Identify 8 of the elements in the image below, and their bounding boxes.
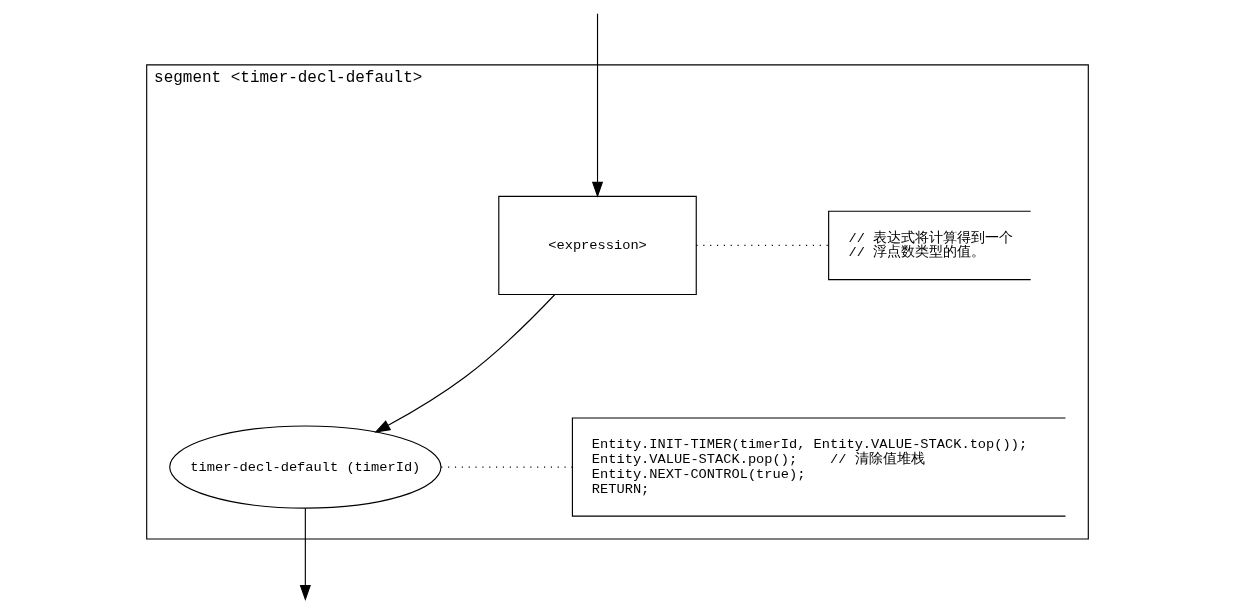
arrow (299, 507, 311, 602)
connector (695, 244, 829, 246)
node-text: // 表达式将计算得到一个 // 浮点数类型的值。 (848, 230, 1013, 261)
arrow (373, 294, 555, 433)
arrow (591, 13, 603, 198)
node-text: Entity.INIT-TIMER(timerId, Entity.VALUE-STACK.top()); Entity.VALUE-STACK.pop(); // 清除值堆栈 Entity.NEXT-CONTROL(true); RETURN; (591, 437, 1027, 497)
node-box: <expression> (497, 195, 697, 296)
node-ellipse: timer-decl-default (timerId) (168, 425, 442, 509)
